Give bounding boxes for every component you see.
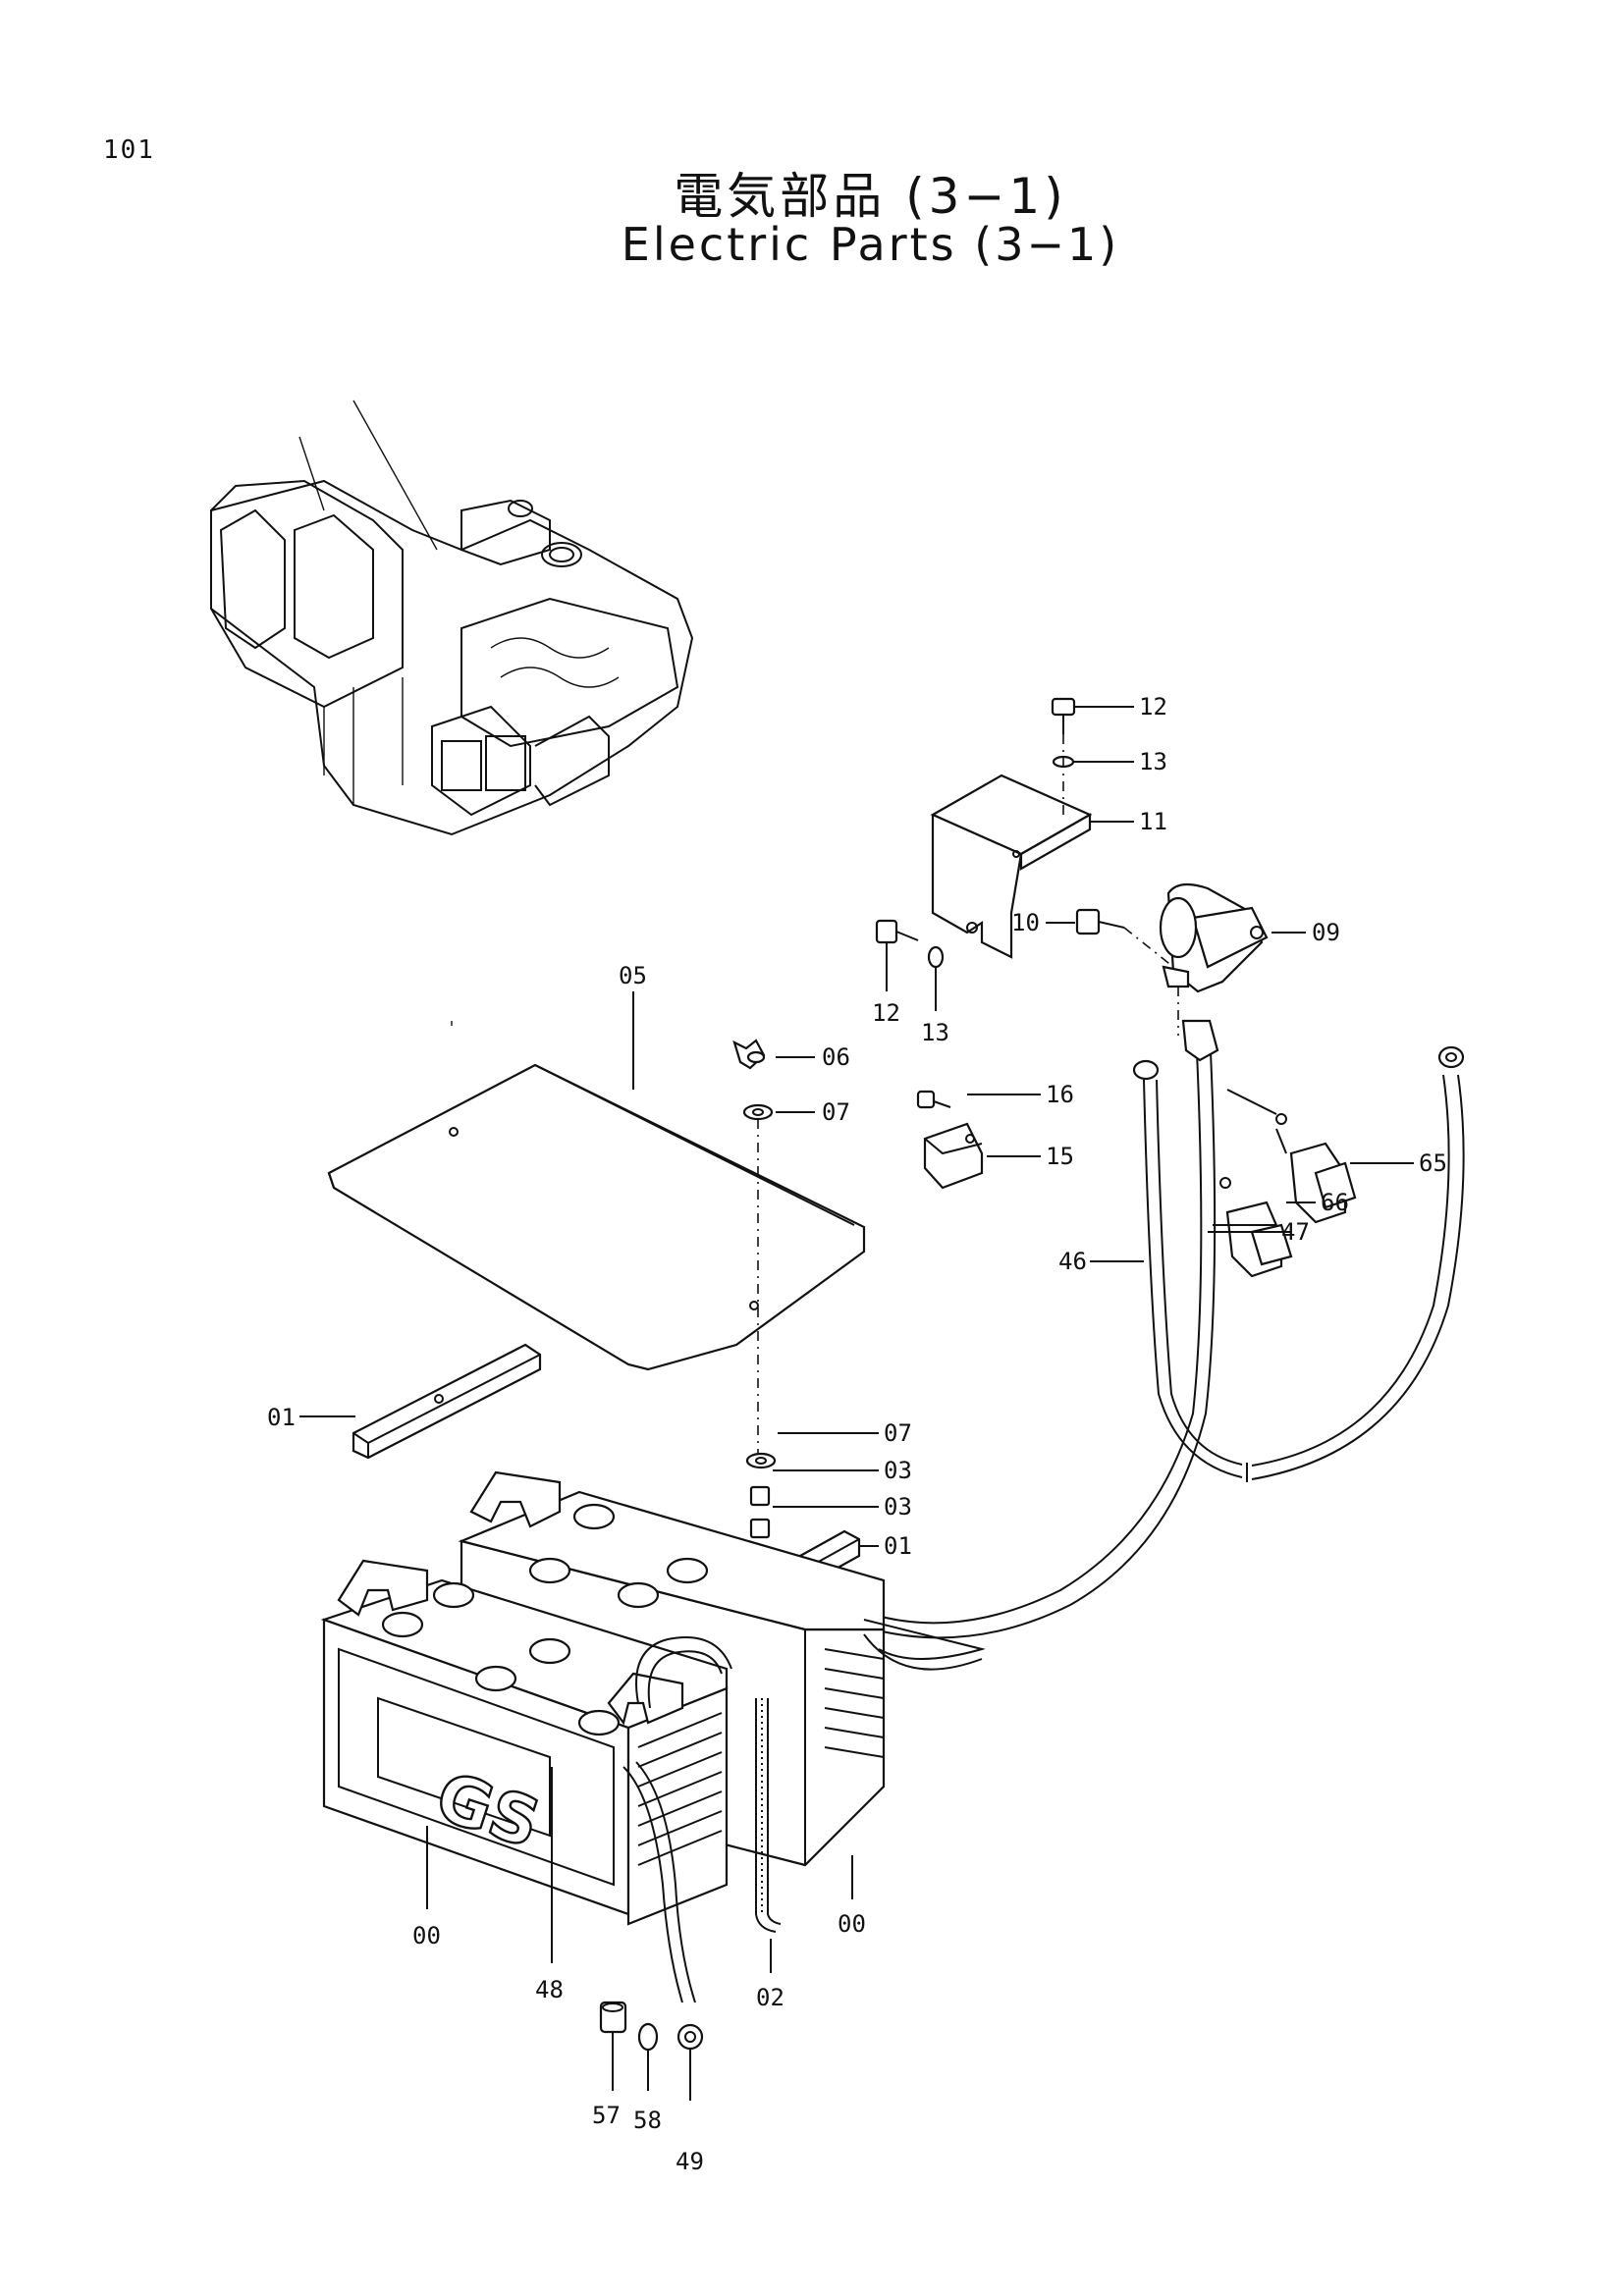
callout-02: 02 [756,1984,784,2011]
battery-cables [551,1619,986,2101]
rod-hardware [745,1432,879,1539]
callout-01-right: 01 [884,1532,912,1560]
callout-46: 46 [1058,1248,1087,1275]
page-title-japanese: 電気部品 (3−1) [674,168,1067,225]
callout-48: 48 [535,1976,564,2003]
callout-03-lower: 03 [884,1493,912,1521]
callout-49: 49 [676,2148,704,2175]
callout-47: 47 [1281,1218,1310,1246]
page-title-english: Electric Parts (3−1) [621,218,1120,271]
callout-labels: 12 13 11 10 09 12 13 05 06 07 16 15 65 6… [267,693,1447,2175]
callout-12: 12 [1139,693,1167,721]
callout-05: 05 [619,962,647,989]
callout-13-lower: 13 [921,1019,949,1046]
callout-01: 01 [267,1404,296,1431]
battery-relay [1046,882,1306,1036]
callout-07-lower: 07 [884,1419,912,1447]
callout-06: 06 [822,1043,850,1071]
callout-09: 09 [1312,919,1340,946]
callout-00-right: 00 [838,1910,866,1938]
callout-65: 65 [1419,1149,1447,1177]
batteries: GS [320,1470,886,1926]
callout-16: 16 [1046,1081,1074,1108]
callout-10: 10 [1011,909,1040,936]
callout-00-left: 00 [412,1922,441,1949]
callout-66: 66 [1321,1189,1349,1216]
bracket-assembly [875,697,1134,1011]
cable-harness [873,1019,1465,1639]
callout-11: 11 [1139,808,1167,835]
callout-57: 57 [592,2102,621,2129]
callout-13: 13 [1139,748,1167,775]
wing-nut-and-washer [732,1039,815,1453]
callout-12-lower: 12 [872,999,900,1027]
excavator-overview [210,400,694,836]
relay-15-16 [916,1090,1041,1190]
callout-07: 07 [822,1098,850,1126]
callout-58: 58 [633,2107,662,2134]
terminal-nut-washer [599,2001,659,2091]
callout-03: 03 [884,1457,912,1484]
callout-15: 15 [1046,1143,1074,1170]
page-number: 101 [103,135,155,165]
battery-cover [327,991,866,1371]
